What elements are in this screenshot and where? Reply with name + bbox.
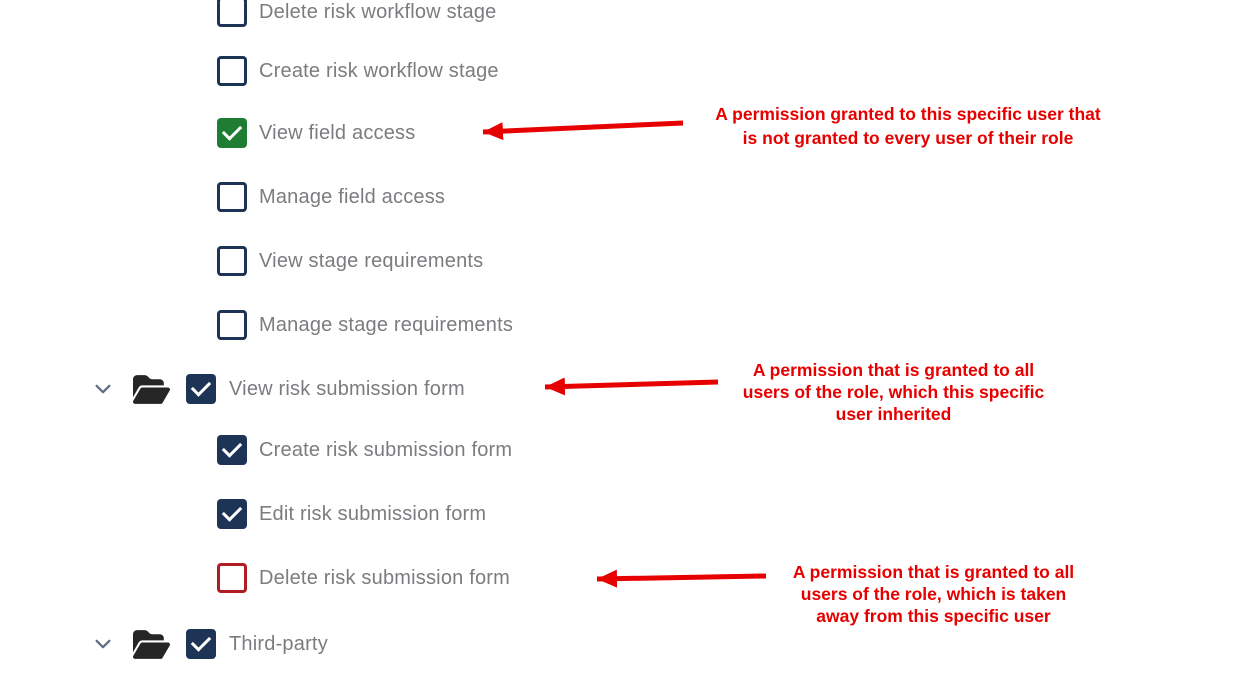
permission-label: Manage stage requirements bbox=[259, 313, 514, 336]
permission-row: Create risk workflow stage bbox=[217, 56, 499, 86]
checkbox-checked-role-inherited[interactable] bbox=[217, 435, 247, 465]
annotation-line: A permission granted to this specific us… bbox=[715, 104, 1101, 124]
annotation-line: A permission that is granted to all bbox=[752, 360, 1035, 380]
permission-group-row: View risk submission form bbox=[92, 374, 465, 404]
permission-label: Delete risk submission form bbox=[259, 566, 511, 589]
checkbox-unchecked[interactable] bbox=[217, 310, 247, 340]
annotation-arrow bbox=[482, 120, 684, 141]
permission-group-row: Third-party bbox=[92, 629, 328, 659]
permission-label: View stage requirements bbox=[259, 249, 484, 272]
checkbox-checked-role-inherited[interactable] bbox=[186, 374, 216, 404]
permission-row: Create risk submission form bbox=[217, 435, 512, 465]
annotation-line: is not granted to every user of their ro… bbox=[742, 128, 1074, 148]
permission-label: View field access bbox=[259, 121, 416, 144]
annotation-line: user inherited bbox=[835, 404, 952, 424]
permission-label: Manage field access bbox=[259, 185, 446, 208]
permission-label: Delete risk workflow stage bbox=[259, 0, 497, 23]
annotation-arrow bbox=[544, 377, 719, 396]
permission-label: Third-party bbox=[229, 632, 328, 655]
annotation-user-granted: A permission granted to this specific us… bbox=[662, 102, 1154, 150]
checkbox-revoked[interactable] bbox=[217, 563, 247, 593]
permission-row: Delete risk workflow stage bbox=[217, 0, 497, 27]
checkbox-checked-user-granted[interactable] bbox=[217, 118, 247, 148]
permission-label: View risk submission form bbox=[229, 377, 465, 400]
permission-label: Create risk workflow stage bbox=[259, 59, 499, 82]
permission-row: View stage requirements bbox=[217, 246, 483, 276]
annotation-line: users of the role, which this specific bbox=[742, 382, 1045, 402]
annotation-line: away from this specific user bbox=[816, 606, 1051, 626]
permission-row: Delete risk submission form bbox=[217, 563, 510, 593]
annotation-revoked: A permission that is granted to all user… bbox=[740, 561, 1127, 627]
chevron-down-icon[interactable] bbox=[92, 378, 114, 400]
open-folder-icon bbox=[133, 373, 170, 405]
checkbox-unchecked[interactable] bbox=[217, 246, 247, 276]
annotation-line: A permission that is granted to all bbox=[792, 562, 1075, 582]
annotation-role-inherited: A permission that is granted to all user… bbox=[700, 359, 1087, 425]
checkbox-unchecked[interactable] bbox=[217, 56, 247, 86]
permission-row: Manage stage requirements bbox=[217, 310, 513, 340]
open-folder-icon bbox=[133, 628, 170, 660]
checkbox-checked-role-inherited[interactable] bbox=[217, 499, 247, 529]
permission-row: View field access bbox=[217, 118, 415, 148]
checkbox-unchecked[interactable] bbox=[217, 182, 247, 212]
permission-label: Edit risk submission form bbox=[259, 502, 487, 525]
permission-row: Manage field access bbox=[217, 182, 445, 212]
annotation-line: users of the role, which is taken bbox=[800, 584, 1067, 604]
permission-label: Create risk submission form bbox=[259, 438, 513, 461]
checkbox-checked-role-inherited[interactable] bbox=[186, 629, 216, 659]
checkbox-unchecked[interactable] bbox=[217, 0, 247, 27]
chevron-down-icon[interactable] bbox=[92, 633, 114, 655]
permission-row: Edit risk submission form bbox=[217, 499, 486, 529]
